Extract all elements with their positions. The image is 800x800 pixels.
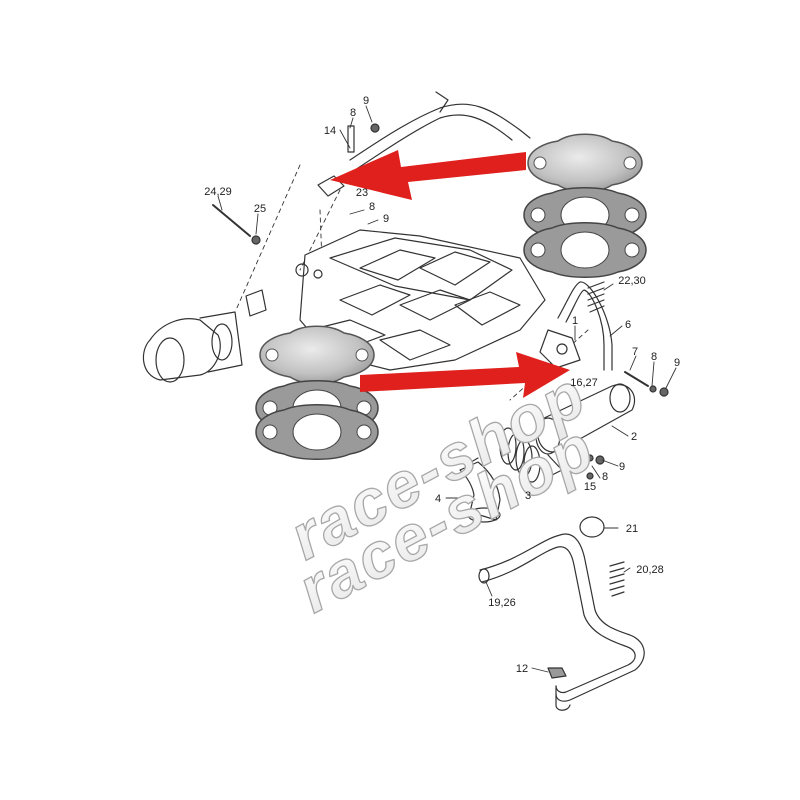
- callout-9-lower: 9: [619, 461, 625, 473]
- arrow-top: [330, 150, 526, 200]
- pipe-14: [349, 103, 531, 171]
- callout-19-26: 19,26: [488, 597, 516, 609]
- stud-24-29: [212, 204, 251, 237]
- washer-25: [251, 235, 261, 245]
- egr-pipe-6: [539, 281, 613, 371]
- callout-24-29: 24,29: [204, 186, 232, 198]
- nut-9: [659, 387, 669, 397]
- gasket-top-2: [523, 222, 647, 278]
- callout-23: 23: [356, 187, 368, 199]
- egr-cooler-2: [535, 383, 636, 476]
- callout-9-top: 9: [363, 95, 369, 107]
- hose-19-26: [478, 533, 645, 711]
- engine-block: [245, 229, 546, 371]
- red-arrows: [330, 150, 570, 398]
- nut-9-lower: [595, 455, 605, 465]
- callout-8-right: 8: [651, 351, 657, 363]
- callout-21: 21: [626, 523, 638, 535]
- stud-7: [624, 371, 649, 387]
- callout-6: 6: [625, 319, 631, 331]
- callout-15: 15: [584, 481, 596, 493]
- callout-leaders: [217, 105, 677, 673]
- technical-drawing: [142, 91, 677, 711]
- spring-22-30: [587, 281, 605, 313]
- callout-2: 2: [631, 431, 637, 443]
- callout-16-27: 16,27: [570, 377, 598, 389]
- callout-9-right: 9: [674, 357, 680, 369]
- callout-8-top: 8: [350, 107, 356, 119]
- thermostat-housing: [142, 311, 243, 383]
- leader-lines: [235, 164, 611, 421]
- clamp-21: [579, 516, 605, 538]
- clamp-12: [547, 667, 567, 679]
- callout-14: 14: [324, 125, 336, 137]
- arrow-middle: [360, 352, 570, 398]
- gasket-left-2: [255, 404, 379, 460]
- elbow-pipe-4: [459, 457, 501, 523]
- spring-20-28: [609, 561, 625, 597]
- callout-22-30: 22,30: [618, 275, 646, 287]
- pipe-14-end: [435, 91, 449, 113]
- callout-25: 25: [254, 203, 266, 215]
- nut-9-top: [370, 123, 380, 133]
- callout-labels: 9 8 14 24,29 25 23 8 9 22,30 1 6 7 8 9 1…: [204, 95, 680, 675]
- washer-8-lower: [586, 454, 594, 462]
- callout-8-mid: 8: [369, 201, 375, 213]
- blanking-plate-left: [259, 325, 375, 385]
- washer-8: [649, 385, 657, 393]
- blanking-plate-top: [527, 133, 643, 193]
- callout-1: 1: [572, 315, 578, 327]
- bolt-15: [586, 472, 594, 480]
- callout-9-mid: 9: [383, 213, 389, 225]
- callout-7: 7: [632, 346, 638, 358]
- bolt-8-top: [347, 125, 355, 153]
- callout-8-lower: 8: [602, 471, 608, 483]
- callout-20-28: 20,28: [636, 564, 664, 576]
- callout-3: 3: [525, 490, 531, 502]
- callout-12: 12: [516, 663, 528, 675]
- callout-4: 4: [435, 493, 441, 505]
